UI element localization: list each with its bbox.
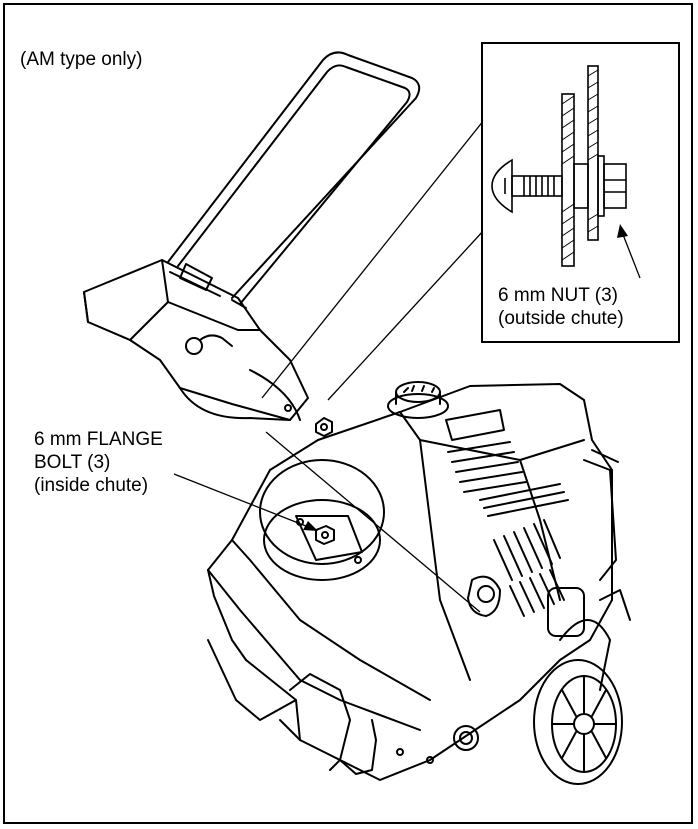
hatching (561, 69, 599, 261)
handle-frame (583, 449, 619, 581)
chute-base (179, 369, 301, 421)
lower-housing (207, 639, 479, 775)
flange-nut-part (315, 417, 333, 437)
chute-extension-wall (587, 65, 599, 241)
model-note: (AM type only) (20, 49, 143, 70)
bolt-label-line1: 6 mm FLANGE (34, 429, 163, 450)
bolt-arrow-head (303, 521, 318, 531)
wheel (533, 587, 631, 785)
chute-wall (561, 93, 575, 267)
bolt-label-line3: (inside chute) (34, 475, 149, 496)
detail-inset (481, 42, 680, 343)
nut (603, 163, 627, 209)
figure-frame (3, 3, 693, 824)
leader-lines (173, 119, 485, 613)
nut-arrow (617, 224, 641, 279)
bolt-label-line2: BOLT (3) (34, 452, 111, 473)
bolt-head (491, 158, 513, 214)
nut-label-line1: 6 mm NUT (3) (498, 285, 618, 306)
bolt-label: 6 mm FLANGE BOLT (3) (inside chute) (34, 428, 163, 497)
nut-label: 6 mm NUT (3) (outside chute) (498, 284, 624, 330)
engine-body (279, 381, 613, 781)
nut-label-line2: (outside chute) (498, 308, 624, 329)
chute-handle (167, 51, 421, 305)
